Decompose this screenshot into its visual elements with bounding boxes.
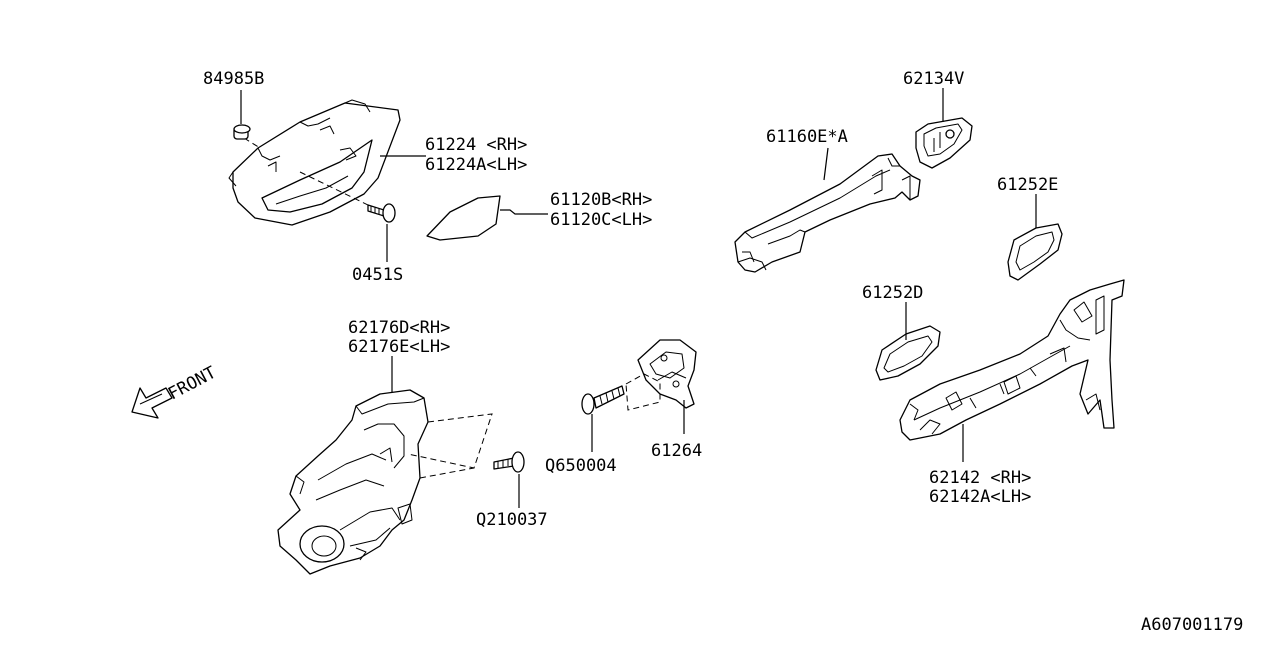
label-61160e-a: 61160E*A <box>766 127 848 147</box>
handle-frame-62142-part[interactable] <box>899 279 1125 462</box>
striker-61264-part[interactable] <box>625 339 697 434</box>
label-q210037: Q210037 <box>476 510 548 530</box>
gasket-61252e-part[interactable] <box>1007 194 1063 281</box>
pad-61120-part[interactable] <box>426 195 548 241</box>
screw-q210037-part[interactable] <box>493 451 525 508</box>
label-61264: 61264 <box>651 441 702 461</box>
label-61224-rh: 61224 <RH> <box>425 135 527 155</box>
label-62176e-lh: 62176E<LH> <box>348 337 450 357</box>
label-61120b-rh: 61120B<RH> <box>550 190 652 210</box>
clip-84985b-part[interactable] <box>233 90 251 140</box>
label-62176d-rh: 62176D<RH> <box>348 318 450 338</box>
door-latch-part[interactable] <box>277 356 493 575</box>
screw-0451s-part[interactable] <box>367 203 396 262</box>
gasket-61252d-part[interactable] <box>875 302 941 381</box>
label-62142-rh: 62142 <RH> <box>929 468 1031 488</box>
label-62134v: 62134V <box>903 69 964 89</box>
label-84985b: 84985B <box>203 69 264 89</box>
inner-handle-bezel-part[interactable] <box>228 99 401 226</box>
label-front: FRONT <box>165 363 220 405</box>
label-61120c-lh: 61120C<LH> <box>550 210 652 230</box>
front-arrow-icon <box>131 387 173 419</box>
label-61224a-lh: 61224A<LH> <box>425 155 527 175</box>
cover-62134v-part[interactable] <box>915 88 973 169</box>
diagram-id: A607001179 <box>1141 615 1243 635</box>
label-q650004: Q650004 <box>545 456 617 476</box>
label-0451s: 0451S <box>352 265 403 285</box>
outer-handle-part[interactable] <box>734 147 921 273</box>
label-62142a-lh: 62142A<LH> <box>929 487 1031 507</box>
label-61252e: 61252E <box>997 175 1058 195</box>
label-61252d: 61252D <box>862 283 923 303</box>
screw-q650004-part[interactable] <box>581 385 625 452</box>
